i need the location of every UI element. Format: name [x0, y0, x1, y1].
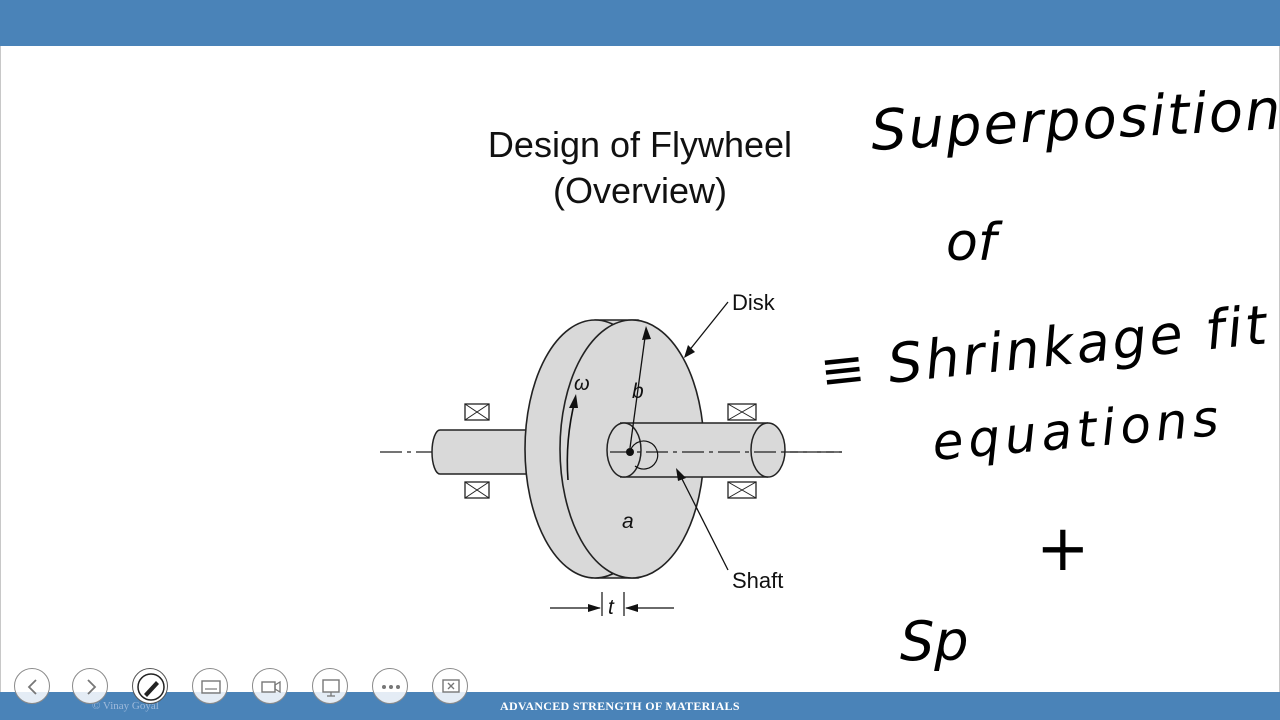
camera-button[interactable] [252, 668, 288, 704]
left-arrow-icon [27, 679, 37, 695]
next-slide-button[interactable] [72, 668, 108, 704]
course-title: ADVANCED STRENGTH OF MATERIALS [500, 699, 740, 713]
slide-view-button[interactable] [312, 668, 348, 704]
ink-equations: equations [930, 389, 1226, 472]
previous-slide-button[interactable] [14, 668, 50, 704]
copyright-text: © Vinay Goyal [92, 700, 159, 712]
ink-annotations: Superposition of ≡ Shrinkage fit equatio… [817, 78, 1280, 673]
label-a: a [622, 510, 634, 533]
ink-superposition: Superposition [869, 78, 1280, 164]
slide-icon [322, 679, 340, 697]
left-bearing-top [464, 403, 490, 421]
subtitles-icon [201, 680, 221, 694]
label-shaft: Shaft [732, 568, 783, 593]
right-bearing-bottom [727, 481, 757, 499]
camera-icon [261, 680, 281, 694]
right-bearing-top [727, 403, 757, 421]
slide-title-line2: (Overview) [552, 170, 727, 211]
exit-slide-icon [442, 679, 460, 693]
flywheel-diagram: Disk Shaft ω b a t [380, 290, 842, 619]
top-banner [0, 0, 1280, 46]
left-bearing-bottom [464, 481, 490, 499]
slide-title: Design of Flywheel (Overview) [440, 122, 840, 214]
ink-shrinkage-fit: ≡ Shrinkage fit [817, 293, 1273, 403]
ink-plus: + [1036, 512, 1090, 586]
right-arrow-icon [87, 679, 97, 695]
label-t: t [608, 596, 615, 619]
end-show-button[interactable] [432, 668, 468, 704]
ink-sp: Sp [900, 610, 969, 673]
label-b: b [632, 380, 644, 403]
pen-tool-button[interactable] [132, 668, 168, 704]
label-disk: Disk [732, 290, 776, 315]
ink-of: of [946, 213, 1003, 273]
pen-icon [137, 673, 165, 701]
ellipsis-icon [382, 685, 400, 689]
slide-title-line1: Design of Flywheel [487, 124, 793, 165]
label-omega: ω [574, 373, 590, 395]
more-options-button[interactable] [372, 668, 408, 704]
subtitles-button[interactable] [192, 668, 228, 704]
